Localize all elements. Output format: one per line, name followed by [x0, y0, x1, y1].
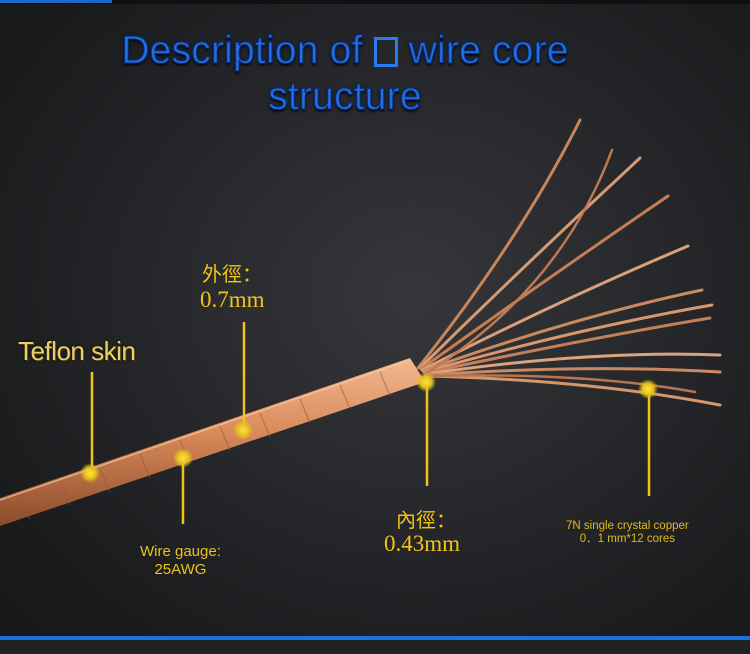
- top-border: [0, 0, 750, 4]
- copper-core-spec: 0．1 mm*12 cores: [579, 533, 675, 545]
- marker-dot-inner: [416, 372, 436, 392]
- outer-diameter-value: 0.7mm: [200, 287, 265, 312]
- wire-gauge-value: 25AWG: [154, 561, 207, 578]
- copper-core-title: 7N single crystal copper: [566, 520, 689, 532]
- marker-dot-crystal: [638, 379, 658, 399]
- bottom-border: [0, 640, 750, 654]
- square-outline-icon: [373, 37, 398, 67]
- cable-body: [0, 358, 425, 526]
- marker-dots: [80, 372, 658, 483]
- top-accent-bar: [0, 0, 112, 3]
- teflon-skin-label: Teflon skin: [18, 336, 136, 366]
- leader-lines: [90, 322, 651, 524]
- title-text-start: Description of: [121, 29, 363, 73]
- title-text-end: wire core: [408, 29, 569, 73]
- title-text-second-line: structure: [268, 75, 422, 119]
- marker-dot-teflon: [80, 463, 100, 483]
- inner-diameter-title: 內徑：: [396, 508, 456, 532]
- marker-dot-gauge: [173, 448, 193, 468]
- bottom-accent-bar: [0, 636, 750, 640]
- inner-diameter-value: 0.43mm: [384, 531, 461, 556]
- wire-gauge-title: Wire gauge:: [140, 543, 221, 560]
- marker-dot-outer: [233, 420, 253, 440]
- page-title: Description of wire core structure: [60, 28, 630, 120]
- copper-core-label: 7N single crystal copper 0．1 mm*12 cores: [566, 520, 689, 546]
- copper-strands: [416, 118, 722, 407]
- outer-diameter-title: 外徑：: [202, 262, 262, 286]
- wire-gauge-label: Wire gauge: 25AWG: [140, 543, 221, 579]
